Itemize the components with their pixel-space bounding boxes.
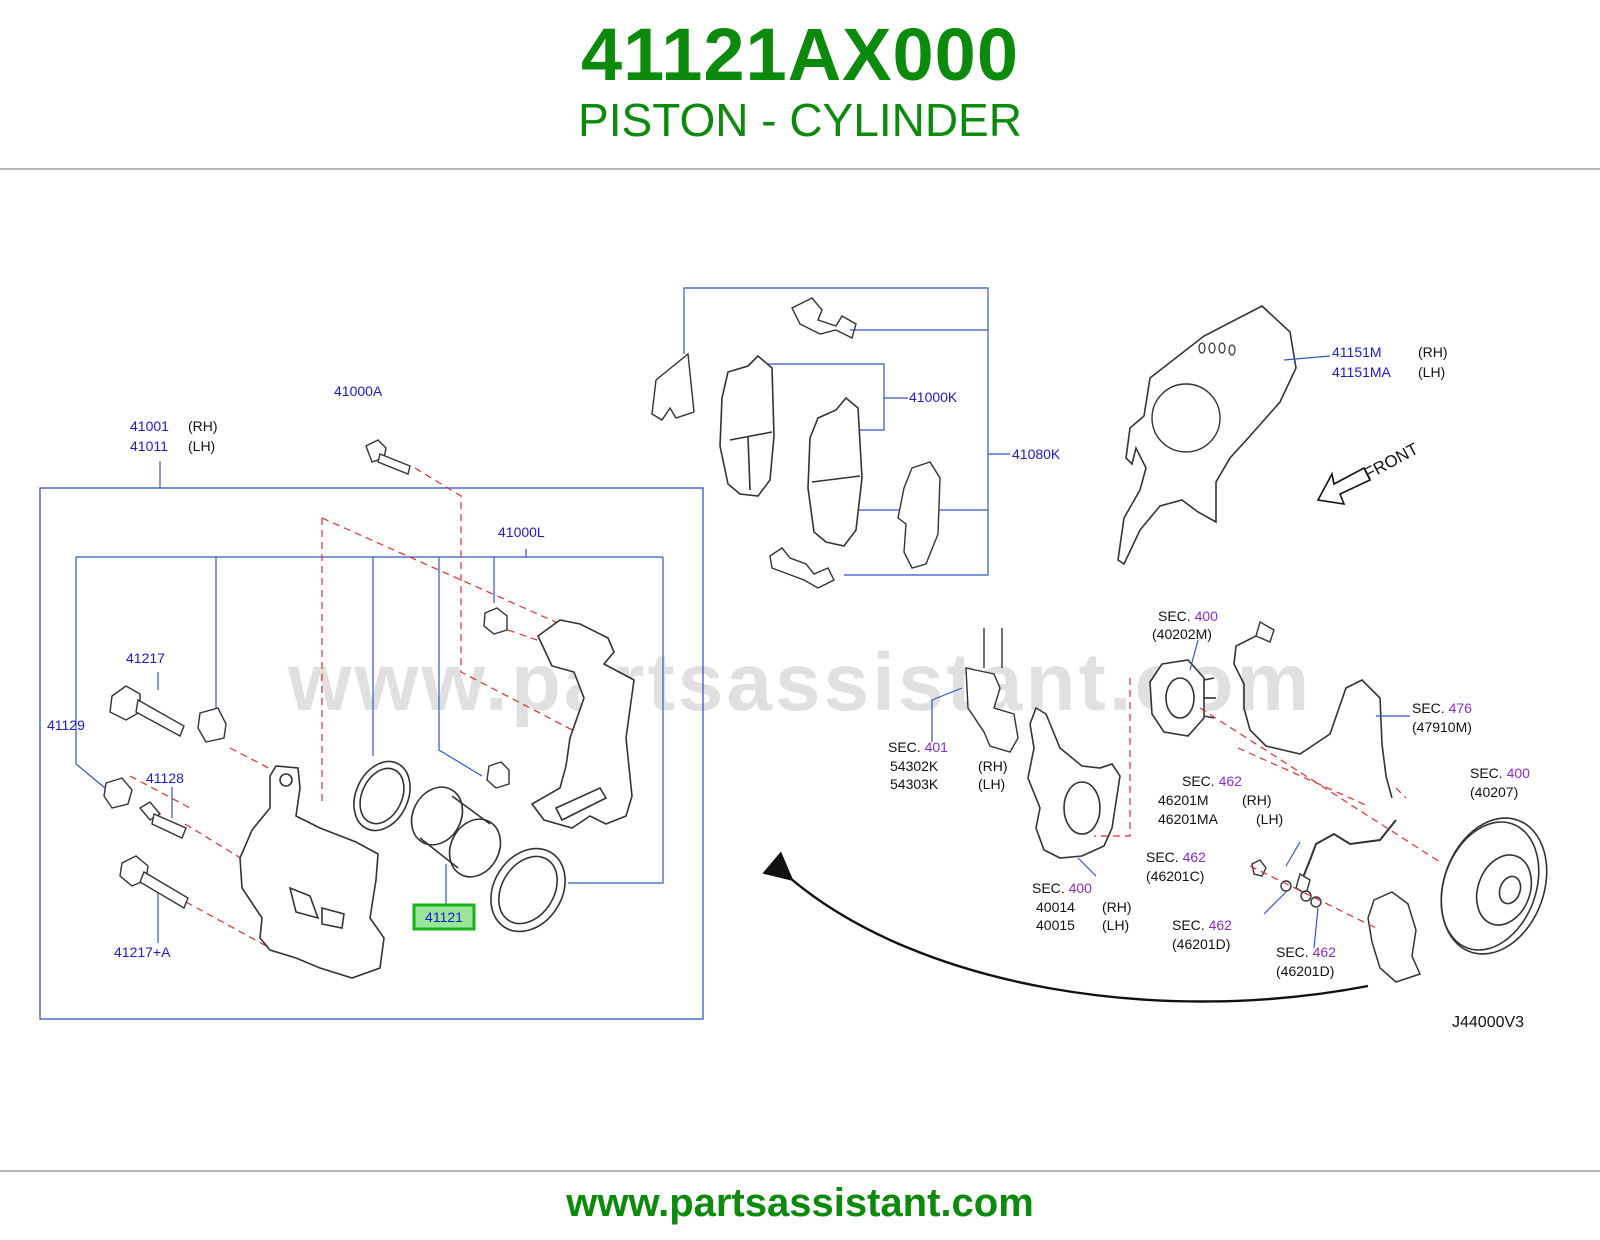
label-54302K[interactable]: 54302K — [890, 758, 939, 774]
sleeve-parts — [197, 607, 510, 789]
sec-401[interactable]: SEC. 401 — [888, 739, 948, 755]
suspension-leader-dashes — [1094, 678, 1441, 929]
sec-476[interactable]: SEC. 476 — [1412, 700, 1472, 716]
sec-400-b[interactable]: SEC. 400 — [1470, 765, 1530, 781]
label-54303K[interactable]: 54303K — [890, 776, 939, 792]
label-54302K-rh: (RH) — [978, 758, 1008, 774]
brake-pad-inner — [807, 396, 863, 547]
label-41151MA[interactable]: 41151MA — [1332, 364, 1392, 380]
sec-462-d[interactable]: SEC. 462 — [1276, 944, 1336, 960]
caliper-assembly-frame — [39, 487, 704, 1020]
front-label: FRONT — [1361, 439, 1422, 483]
drawing-code: J44000V3 — [1452, 1014, 1524, 1031]
label-41000L[interactable]: 41000L — [498, 524, 545, 540]
sec-462-b[interactable]: SEC. 462 — [1146, 849, 1206, 865]
abs-sensor-wire — [1233, 631, 1393, 799]
bleeder-41128 — [103, 777, 187, 839]
pad-clip-bottom — [769, 547, 835, 589]
pad-kit-group: 41000K 41080K — [651, 287, 1061, 589]
piston-seal — [353, 760, 411, 832]
label-41011-lh: (LH) — [188, 438, 215, 454]
label-40014-rh: (RH) — [1102, 899, 1132, 915]
assembly-arrow — [762, 851, 1369, 1003]
label-47910M[interactable]: (47910M) — [1412, 719, 1472, 735]
suspension-group: SEC. 400 (40202M) SEC. 476 (47910M) SEC.… — [762, 608, 1548, 1031]
label-41000A[interactable]: 41000A — [334, 383, 383, 399]
label-41129[interactable]: 41129 — [47, 717, 85, 733]
watermark: www.partsassistant.com — [287, 637, 1313, 728]
label-46201C[interactable]: (46201C) — [1146, 868, 1204, 884]
label-46201D-a[interactable]: (46201D) — [1172, 936, 1230, 952]
highlighted-part-label[interactable]: 41121 — [425, 909, 463, 925]
sec-400-c[interactable]: SEC. 400 — [1032, 880, 1092, 896]
brake-hose — [1301, 819, 1397, 881]
highlighted-part-box[interactable] — [412, 903, 476, 931]
footer-divider — [0, 1170, 1600, 1172]
label-54303K-lh: (LH) — [978, 776, 1005, 792]
label-41001-rh: (RH) — [188, 418, 218, 434]
wheel-hub — [1149, 659, 1216, 737]
label-41011[interactable]: 41011 — [130, 438, 168, 454]
dust-boot — [490, 847, 566, 933]
strut-lower — [965, 628, 1019, 753]
label-46201MA-lh: (LH) — [1256, 811, 1283, 827]
label-46201M-rh: (RH) — [1242, 792, 1272, 808]
header: 41121AX000 PISTON - CYLINDER — [0, 0, 1600, 168]
label-41128[interactable]: 41128 — [146, 770, 184, 786]
sec-462-a[interactable]: SEC. 462 — [1182, 773, 1242, 789]
label-40015-lh: (LH) — [1102, 917, 1129, 933]
caliper-body — [239, 765, 385, 979]
label-40202M[interactable]: (40202M) — [1152, 626, 1212, 642]
part-number-title: 41121AX000 — [581, 13, 1019, 96]
label-41217A[interactable]: 41217+A — [114, 944, 171, 960]
label-40014[interactable]: 40014 — [1036, 899, 1075, 915]
label-41080K[interactable]: 41080K — [1012, 446, 1061, 462]
front-arrow-icon — [1316, 466, 1372, 506]
pad-shim-left — [651, 352, 695, 421]
steering-knuckle — [1027, 706, 1121, 859]
label-40015[interactable]: 40015 — [1036, 917, 1075, 933]
header-divider — [0, 168, 1600, 170]
sec-462-c[interactable]: SEC. 462 — [1172, 917, 1232, 933]
torque-member — [530, 619, 635, 829]
label-41000K[interactable]: 41000K — [909, 389, 958, 405]
label-41217[interactable]: 41217 — [126, 650, 165, 666]
parts-diagram: www.partsassistant.com — [0, 268, 1600, 1058]
part-name-subtitle: PISTON - CYLINDER — [578, 94, 1022, 146]
label-40207[interactable]: (40207) — [1470, 784, 1518, 800]
pad-shim-right — [897, 461, 941, 569]
guide-pin-41217A — [119, 855, 189, 910]
pad-clip-top — [791, 297, 857, 340]
dust-shield-group: 41151M (RH) 41151MA (LH) FRONT — [1117, 305, 1448, 566]
dust-shield-plate — [1117, 305, 1297, 566]
bolt-41000A — [365, 439, 411, 475]
brake-rotor — [1440, 817, 1548, 955]
bracket-41000L-lines — [75, 549, 664, 943]
small-caliper-icon — [1367, 891, 1422, 983]
label-41151M-rh: (RH) — [1418, 344, 1448, 360]
label-46201D-b[interactable]: (46201D) — [1276, 963, 1334, 979]
footer-url-link[interactable]: www.partsassistant.com — [566, 1181, 1034, 1225]
sec-400-a[interactable]: SEC. 400 — [1158, 608, 1218, 624]
brake-pad-outer — [719, 354, 775, 497]
label-41001[interactable]: 41001 — [130, 418, 169, 434]
label-46201MA[interactable]: 46201MA — [1158, 811, 1219, 827]
piston-41121 — [410, 786, 502, 878]
guide-pin-41217 — [109, 685, 185, 737]
label-46201M[interactable]: 46201M — [1158, 792, 1209, 808]
label-41151M[interactable]: 41151M — [1332, 344, 1382, 360]
label-41151MA-lh: (LH) — [1418, 364, 1445, 380]
caliper-assembly-group: 41121 41001 (RH) 41011 (LH) 41000A 41000… — [39, 383, 704, 1020]
